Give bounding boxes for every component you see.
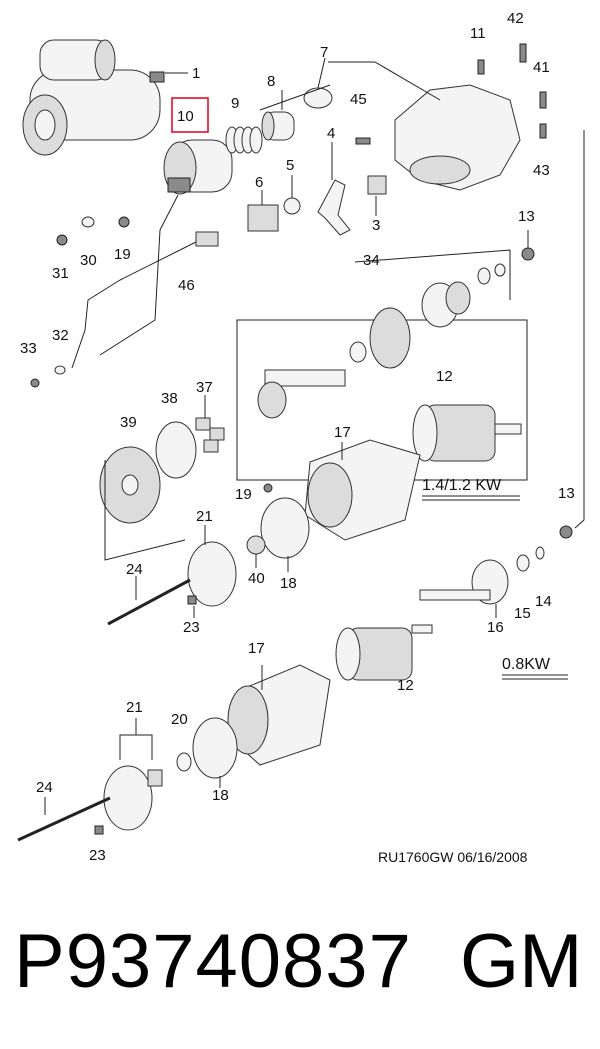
callout-14: 14 xyxy=(535,593,552,610)
diagram-reference: RU1760GW 06/16/2008 xyxy=(378,849,528,865)
callout-42: 42 xyxy=(507,10,524,27)
callout-17-b: 17 xyxy=(248,640,265,657)
starter-exploded-diagram: 1 10 9 8 7 45 11 42 41 43 4 5 6 3 31 30 … xyxy=(17,10,585,865)
callout-19-b: 19 xyxy=(235,486,252,503)
callout-6: 6 xyxy=(255,174,263,191)
part-number: P93740837 xyxy=(14,919,412,1004)
callout-5: 5 xyxy=(286,157,294,174)
callout-9: 9 xyxy=(231,95,239,112)
callout-19: 19 xyxy=(114,246,131,263)
callout-41: 41 xyxy=(533,59,550,76)
callout-12-b: 12 xyxy=(397,677,414,694)
callout-12: 12 xyxy=(436,368,453,385)
callout-33: 33 xyxy=(20,340,37,357)
callout-3: 3 xyxy=(372,217,380,234)
callout-46: 46 xyxy=(178,277,195,294)
drive-assembly-drawing xyxy=(257,263,506,419)
callout-4: 4 xyxy=(327,125,335,142)
brand-name: GM xyxy=(460,919,583,1004)
callout-18-b: 18 xyxy=(212,787,229,804)
plunger-drawing xyxy=(261,111,295,141)
callout-24-b: 24 xyxy=(36,779,53,796)
callout-38: 38 xyxy=(161,390,178,407)
callout-30: 30 xyxy=(80,252,97,269)
callout-23-b: 23 xyxy=(89,847,106,864)
starter-assembly-drawing xyxy=(22,39,165,156)
callout-7: 7 xyxy=(320,44,328,61)
callout-31: 31 xyxy=(52,265,69,282)
callout-13-b: 13 xyxy=(558,485,575,502)
callout-16: 16 xyxy=(487,619,504,636)
callout-21-b: 21 xyxy=(126,699,143,716)
callout-20: 20 xyxy=(171,711,188,728)
callout-39: 39 xyxy=(120,414,137,431)
callout-34: 34 xyxy=(363,252,380,269)
solenoid-drawing xyxy=(163,139,233,195)
highlight-box xyxy=(171,97,209,133)
spring-drawing xyxy=(225,126,263,154)
callout-17: 17 xyxy=(334,424,351,441)
callout-10: 10 xyxy=(177,108,194,125)
callout-21: 21 xyxy=(196,508,213,525)
callout-15: 15 xyxy=(514,605,531,622)
callout-11: 11 xyxy=(470,25,486,42)
callout-43: 43 xyxy=(533,162,550,179)
callout-8: 8 xyxy=(267,73,275,90)
callout-23: 23 xyxy=(183,619,200,636)
variant-label-low: 0.8KW xyxy=(502,656,551,673)
field-housing-drawing xyxy=(304,439,421,541)
callout-37: 37 xyxy=(196,379,213,396)
variant-label-high: 1.4/1.2 KW xyxy=(422,477,502,494)
callout-1: 1 xyxy=(192,65,200,82)
armature-drawing xyxy=(412,404,522,462)
callout-13: 13 xyxy=(518,208,535,225)
callout-32: 32 xyxy=(52,327,69,344)
callout-18: 18 xyxy=(280,575,297,592)
callout-40: 40 xyxy=(248,570,265,587)
drive-housing-drawing xyxy=(355,43,547,191)
callout-24: 24 xyxy=(126,561,143,578)
callout-45: 45 xyxy=(350,91,367,108)
